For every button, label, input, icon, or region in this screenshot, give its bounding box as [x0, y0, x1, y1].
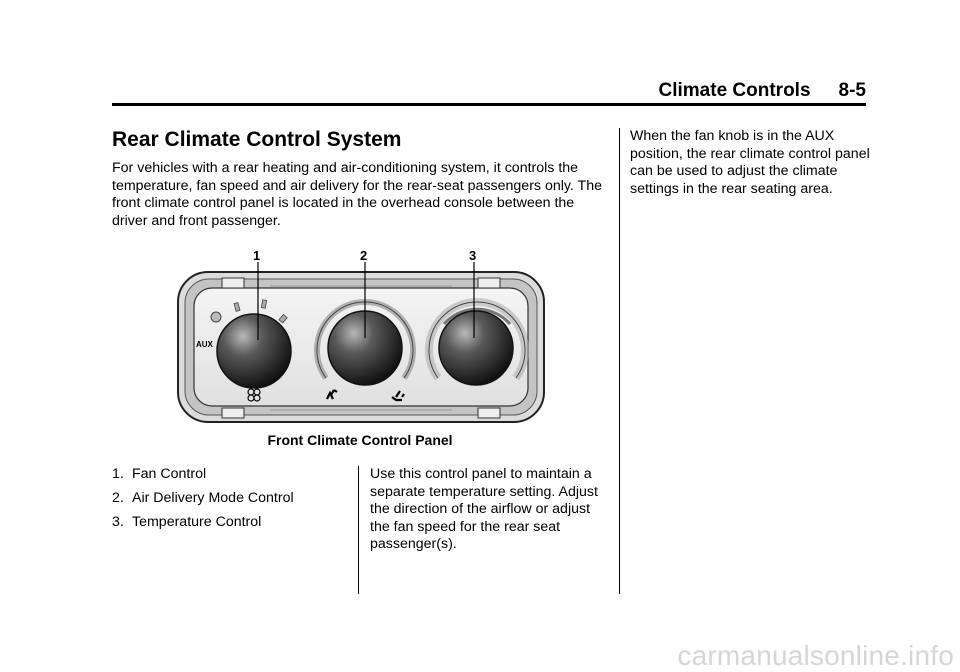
climate-panel-illustration: AUX 1 2 3 [177, 248, 545, 423]
list-item: 1. Fan Control [112, 466, 348, 490]
list-item-label: Air Delivery Mode Control [132, 490, 294, 506]
clip-bottom-right [477, 407, 501, 419]
fan-icon [247, 388, 261, 402]
climate-panel-figure: AUX 1 2 3 [176, 244, 546, 428]
list-item-number: 3. [112, 514, 124, 530]
list-item: 3. Temperature Control [112, 514, 348, 538]
aux-label: AUX [196, 340, 214, 349]
usage-paragraph: Use this control panel to maintain a sep… [370, 466, 598, 553]
clip-top-left [221, 277, 245, 289]
aux-paragraph: When the fan knob is in the AUX position… [630, 128, 870, 197]
header-page-number: 8-5 [838, 80, 866, 101]
section-title: Rear Climate Control System [112, 128, 402, 151]
callout-3: 3 [469, 248, 476, 263]
footer-watermark-url[interactable]: carmanualsonline.info [677, 640, 954, 671]
callout-1: 1 [253, 248, 260, 263]
callout-legend-list: 1. Fan Control 2. Air Delivery Mode Contro… [112, 466, 348, 538]
intro-paragraph: For vehicles with a rear heating and air… [112, 160, 603, 229]
figure-caption: Front Climate Control Panel [267, 432, 453, 448]
fan-control-knob [216, 313, 292, 389]
list-item: 2. Air Delivery Mode Control [112, 490, 348, 514]
header-rule [112, 103, 866, 106]
off-indicator-icon [210, 311, 222, 323]
clip-top-right [477, 277, 501, 289]
list-item-label: Fan Control [132, 466, 207, 482]
callout-2: 2 [360, 248, 367, 263]
list-item-label: Temperature Control [132, 514, 262, 530]
clip-bottom-left [221, 407, 245, 419]
column-divider [358, 466, 359, 594]
floor-mode-icon [391, 390, 405, 402]
vent-mode-icon [326, 389, 338, 400]
list-item-number: 2. [112, 490, 124, 506]
temperature-control-knob [438, 310, 514, 386]
column-divider [619, 128, 620, 594]
header-section-title: Climate Controls [658, 80, 811, 101]
running-header: Climate Controls 8-5 [560, 80, 867, 102]
list-item-number: 1. [112, 466, 124, 482]
